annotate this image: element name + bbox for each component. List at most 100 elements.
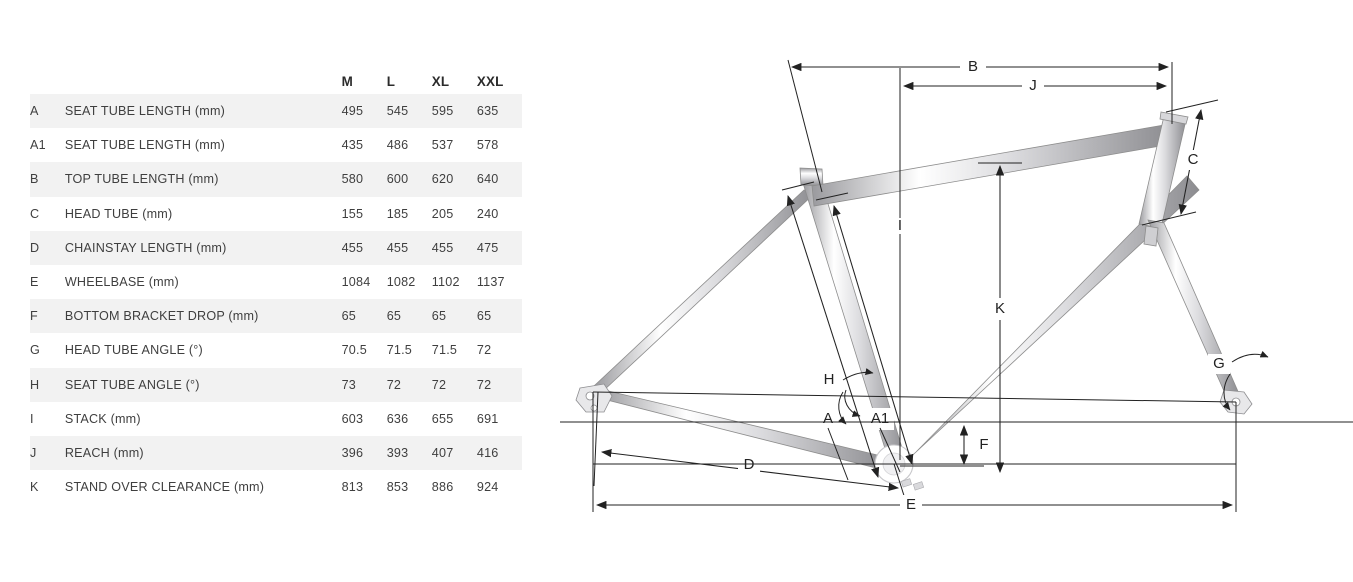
row-code: A [30,94,65,129]
row-value-l: 71.5 [386,333,432,368]
row-value-m: 435 [341,128,387,163]
row-value-m: 580 [341,162,387,197]
table-body: A SEAT TUBE LENGTH (mm) 495 545 595 635 … [30,94,522,505]
row-value-l: 486 [386,128,432,163]
row-value-l: 393 [386,435,432,471]
cable-guide [900,478,925,491]
row-code: F [30,299,65,334]
dimension-label-e: E [906,496,916,513]
dimension-j: J [899,68,1168,460]
row-value-xxl: 240 [476,196,522,231]
row-value-xl: 1102 [431,264,477,300]
row-value-m: 813 [341,470,387,505]
row-code: J [30,435,65,471]
row-label: TOP TUBE LENGTH (mm) [64,162,342,197]
dimension-c: C [1141,99,1219,226]
row-value-xl: 205 [431,196,477,231]
dimension-label-g: G [1213,355,1225,372]
row-label: CHAINSTAY LENGTH (mm) [64,230,342,265]
row-label: SEAT TUBE ANGLE (°) [64,367,342,402]
table-header: M L XL XXL [30,68,522,94]
row-value-l: 455 [386,230,432,265]
top-tube [811,123,1173,207]
dimension-k: K [978,162,1022,474]
table-header-row: M L XL XXL [30,68,522,94]
table-row: K STAND OVER CLEARANCE (mm) 813 853 886 … [30,470,522,505]
row-value-xl: 65 [431,299,477,334]
seat-stay-tube [593,189,817,393]
table-row: E WHEELBASE (mm) 1084 1082 1102 1137 [30,264,522,300]
dimension-label-a1: A1 [871,410,889,427]
dimension-label-h: H [824,371,835,388]
row-code: C [30,196,65,231]
column-header-l: L [386,68,432,94]
row-value-l: 636 [386,401,432,436]
row-value-xxl: 416 [476,435,522,471]
table-row: D CHAINSTAY LENGTH (mm) 455 455 455 475 [30,230,522,265]
row-value-m: 455 [341,230,387,265]
dimension-label-a: A [823,410,833,427]
row-label: HEAD TUBE ANGLE (°) [64,333,342,368]
table-row: J REACH (mm) 396 393 407 416 [30,435,522,471]
row-label: SEAT TUBE LENGTH (mm) [64,128,342,163]
row-value-xxl: 475 [476,230,522,265]
row-value-xl: 72 [431,367,477,402]
dimension-label-i: I [898,217,902,234]
row-value-xxl: 578 [476,128,522,163]
dimension-d: D [593,391,907,503]
row-value-l: 185 [386,196,432,231]
row-value-m: 495 [341,94,387,129]
row-value-m: 70.5 [341,333,387,368]
row-value-xxl: 72 [476,333,522,368]
row-value-xl: 537 [431,128,477,163]
row-code: E [30,264,65,300]
header-name-spacer [64,68,342,94]
row-value-m: 603 [341,401,387,436]
dimension-label-b: B [968,58,978,75]
row-value-xxl: 640 [476,162,522,197]
row-code: G [30,333,65,368]
row-value-m: 1084 [341,264,387,300]
row-value-xxl: 635 [476,94,522,129]
row-value-xl: 407 [431,435,477,471]
dimension-annotations: B J C [560,57,1353,515]
column-header-xl: XL [431,68,477,94]
table-row: F BOTTOM BRACKET DROP (mm) 65 65 65 65 [30,299,522,334]
geometry-table: M L XL XXL A SEAT TUBE LENGTH (mm) 495 5… [30,68,522,505]
reference-outline [592,391,1237,465]
row-code: K [30,470,65,505]
dimension-label-c: C [1188,151,1199,168]
row-code: D [30,230,65,265]
row-value-m: 73 [341,367,387,402]
geometry-table-container: M L XL XXL A SEAT TUBE LENGTH (mm) 495 5… [30,68,530,505]
table-row: I STACK (mm) 603 636 655 691 [30,401,522,436]
dimension-h: H [560,368,1353,425]
rear-dropout [575,383,613,413]
dimension-g: G [1208,350,1269,411]
row-value-xl: 620 [431,162,477,197]
header-code-spacer [30,68,65,94]
row-value-xxl: 691 [476,401,522,436]
dimension-label-k: K [995,300,1005,317]
row-value-xxl: 72 [476,367,522,402]
row-label: STAND OVER CLEARANCE (mm) [64,470,342,505]
row-value-xxl: 65 [476,299,522,334]
table-row: H SEAT TUBE ANGLE (°) 73 72 72 72 [30,367,522,402]
row-value-m: 396 [341,435,387,471]
row-value-xxl: 1137 [476,264,522,300]
row-value-l: 65 [386,299,432,334]
row-value-xl: 71.5 [431,333,477,368]
table-row: A1 SEAT TUBE LENGTH (mm) 435 486 537 578 [30,128,522,163]
row-value-l: 1082 [386,264,432,300]
row-value-xxl: 924 [476,470,522,505]
row-code: B [30,162,65,197]
row-value-l: 600 [386,162,432,197]
table-row: G HEAD TUBE ANGLE (°) 70.5 71.5 71.5 72 [30,333,522,368]
row-label: BOTTOM BRACKET DROP (mm) [64,299,342,334]
row-label: HEAD TUBE (mm) [64,196,342,231]
dimension-f: F [900,424,994,467]
row-code: H [30,367,65,402]
dimension-label-j: J [1029,77,1037,94]
row-value-xl: 655 [431,401,477,436]
